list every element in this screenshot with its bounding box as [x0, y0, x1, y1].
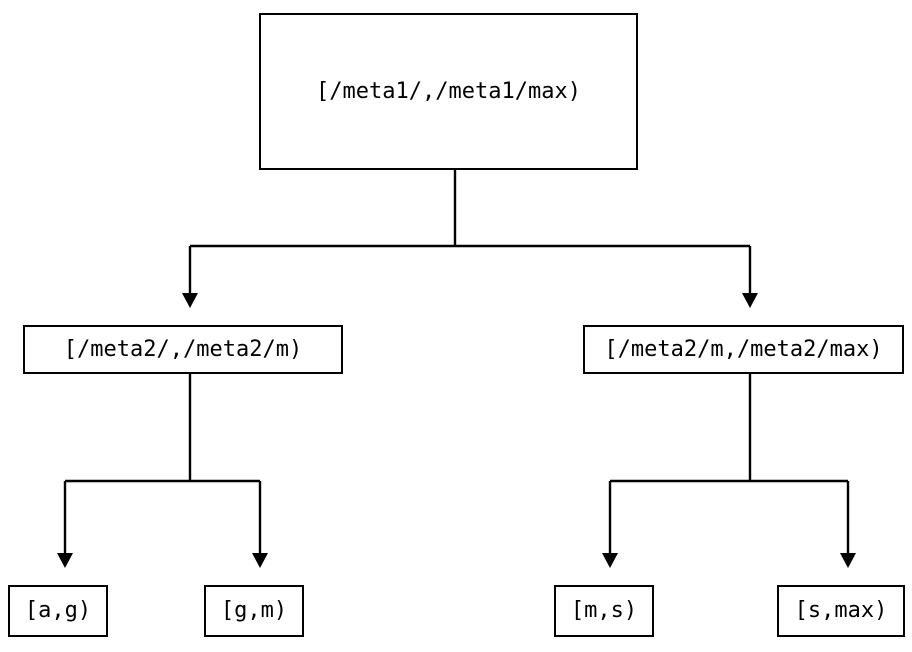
- edge-to-leaf-ms: [602, 481, 618, 568]
- arrowhead-down-icon: [602, 553, 618, 568]
- node-root: [/meta1/,/meta1/max): [259, 13, 638, 170]
- node-leaf-smax: [s,max): [777, 585, 905, 637]
- node-left-child: [/meta2/,/meta2/m): [23, 325, 343, 374]
- node-leaf-ms: [m,s): [554, 585, 654, 637]
- node-right-child: [/meta2/m,/meta2/max): [583, 325, 904, 374]
- edge-to-right-child: [742, 246, 758, 308]
- node-leaf-ag: [a,g): [8, 585, 108, 637]
- edge-to-leaf-gm: [252, 481, 268, 568]
- edge-rightchild-split: [610, 374, 848, 483]
- arrowhead-down-icon: [57, 553, 73, 568]
- edge-to-left-child: [182, 246, 198, 308]
- arrowhead-down-icon: [182, 293, 198, 308]
- edge-to-leaf-smax: [840, 481, 856, 568]
- arrowhead-down-icon: [840, 553, 856, 568]
- arrowhead-down-icon: [742, 293, 758, 308]
- edge-leftchild-split: [65, 374, 260, 483]
- arrowhead-down-icon: [252, 553, 268, 568]
- edge-root-split: [190, 170, 750, 248]
- node-leaf-gm: [g,m): [204, 585, 304, 637]
- edge-to-leaf-ag: [57, 481, 73, 568]
